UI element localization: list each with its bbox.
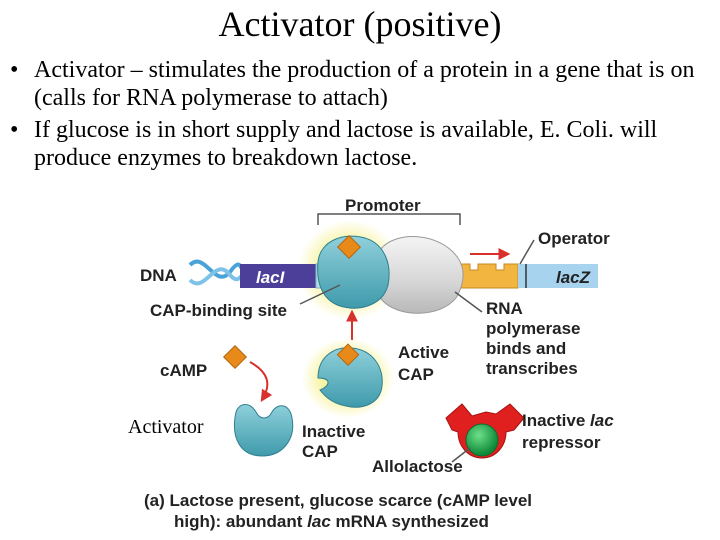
bound-camp-diamond (336, 234, 362, 260)
svg-text:transcribes: transcribes (486, 359, 578, 378)
diagram-caption: (a) Lactose present, glucose scarce (cAM… (144, 491, 532, 531)
laci-label: lacI (256, 268, 286, 287)
svg-text:polymerase: polymerase (486, 319, 581, 338)
dna-label: DNA (140, 266, 177, 285)
inactive-repressor-label: Inactive lac repressor (522, 411, 614, 452)
promoter-bracket (317, 213, 461, 225)
promoter-label: Promoter (345, 196, 421, 215)
cap-binding-pointer (299, 284, 341, 305)
slide-title: Activator (positive) (218, 4, 502, 44)
svg-text:CAP: CAP (302, 442, 338, 461)
svg-text:CAP: CAP (398, 365, 434, 384)
camp-arrow (249, 361, 273, 403)
allolactose-molecule (465, 423, 499, 457)
rna-polymerase-pointer (454, 291, 483, 313)
bullet-list: • Activator – stimulates the production … (6, 56, 716, 176)
free-camp-diamond (222, 344, 248, 370)
inactive-cap-shape (234, 404, 294, 457)
svg-text:(a) Lactose present, glucose: (a) Lactose present, glucose scarce (cAM… (144, 491, 532, 510)
rna-polymerase-label: RNA polymerase binds and transcribes (486, 299, 581, 378)
active-camp-diamond (336, 343, 360, 367)
activator-label: Activator (128, 416, 204, 438)
cap-binding-site-label: CAP-binding site (150, 301, 287, 320)
bullet-text: If glucose is in short supply and lactos… (34, 117, 658, 171)
bullet-text: Activator – stimulates the production of… (34, 57, 695, 111)
svg-text:repressor: repressor (522, 433, 601, 452)
active-cap-label: Active CAP (398, 343, 449, 384)
lacz-gene (518, 264, 598, 288)
lacz-label: lacZ (556, 268, 591, 287)
allolactose-label: Allolactose (372, 457, 463, 476)
bullet-dot: • (10, 57, 19, 83)
svg-text:RNA: RNA (486, 299, 523, 318)
svg-text:Inactive lac: Inactive lac (522, 411, 614, 430)
camp-label: cAMP (160, 361, 207, 380)
operator-dna (455, 263, 519, 289)
bullet-item-activator: • Activator – stimulates the production … (6, 56, 716, 112)
svg-text:binds and: binds and (486, 339, 566, 358)
allolactose-pointer (451, 447, 471, 463)
inactive-cap-label: Inactive CAP (302, 422, 365, 461)
svg-text:Inactive: Inactive (302, 422, 365, 441)
svg-text:high): abundant lac mRNA synth: high): abundant lac mRNA synthesized (174, 512, 489, 531)
laci-gene (240, 264, 316, 288)
bound-cap-shape (317, 235, 390, 309)
bullet-dot: • (10, 117, 19, 143)
operator-label: Operator (538, 229, 610, 248)
bullet-item-glucose: • If glucose is in short supply and lact… (6, 116, 716, 172)
svg-text:Active: Active (398, 343, 449, 362)
dna-helix (188, 259, 244, 286)
operator-pointer (519, 239, 535, 265)
